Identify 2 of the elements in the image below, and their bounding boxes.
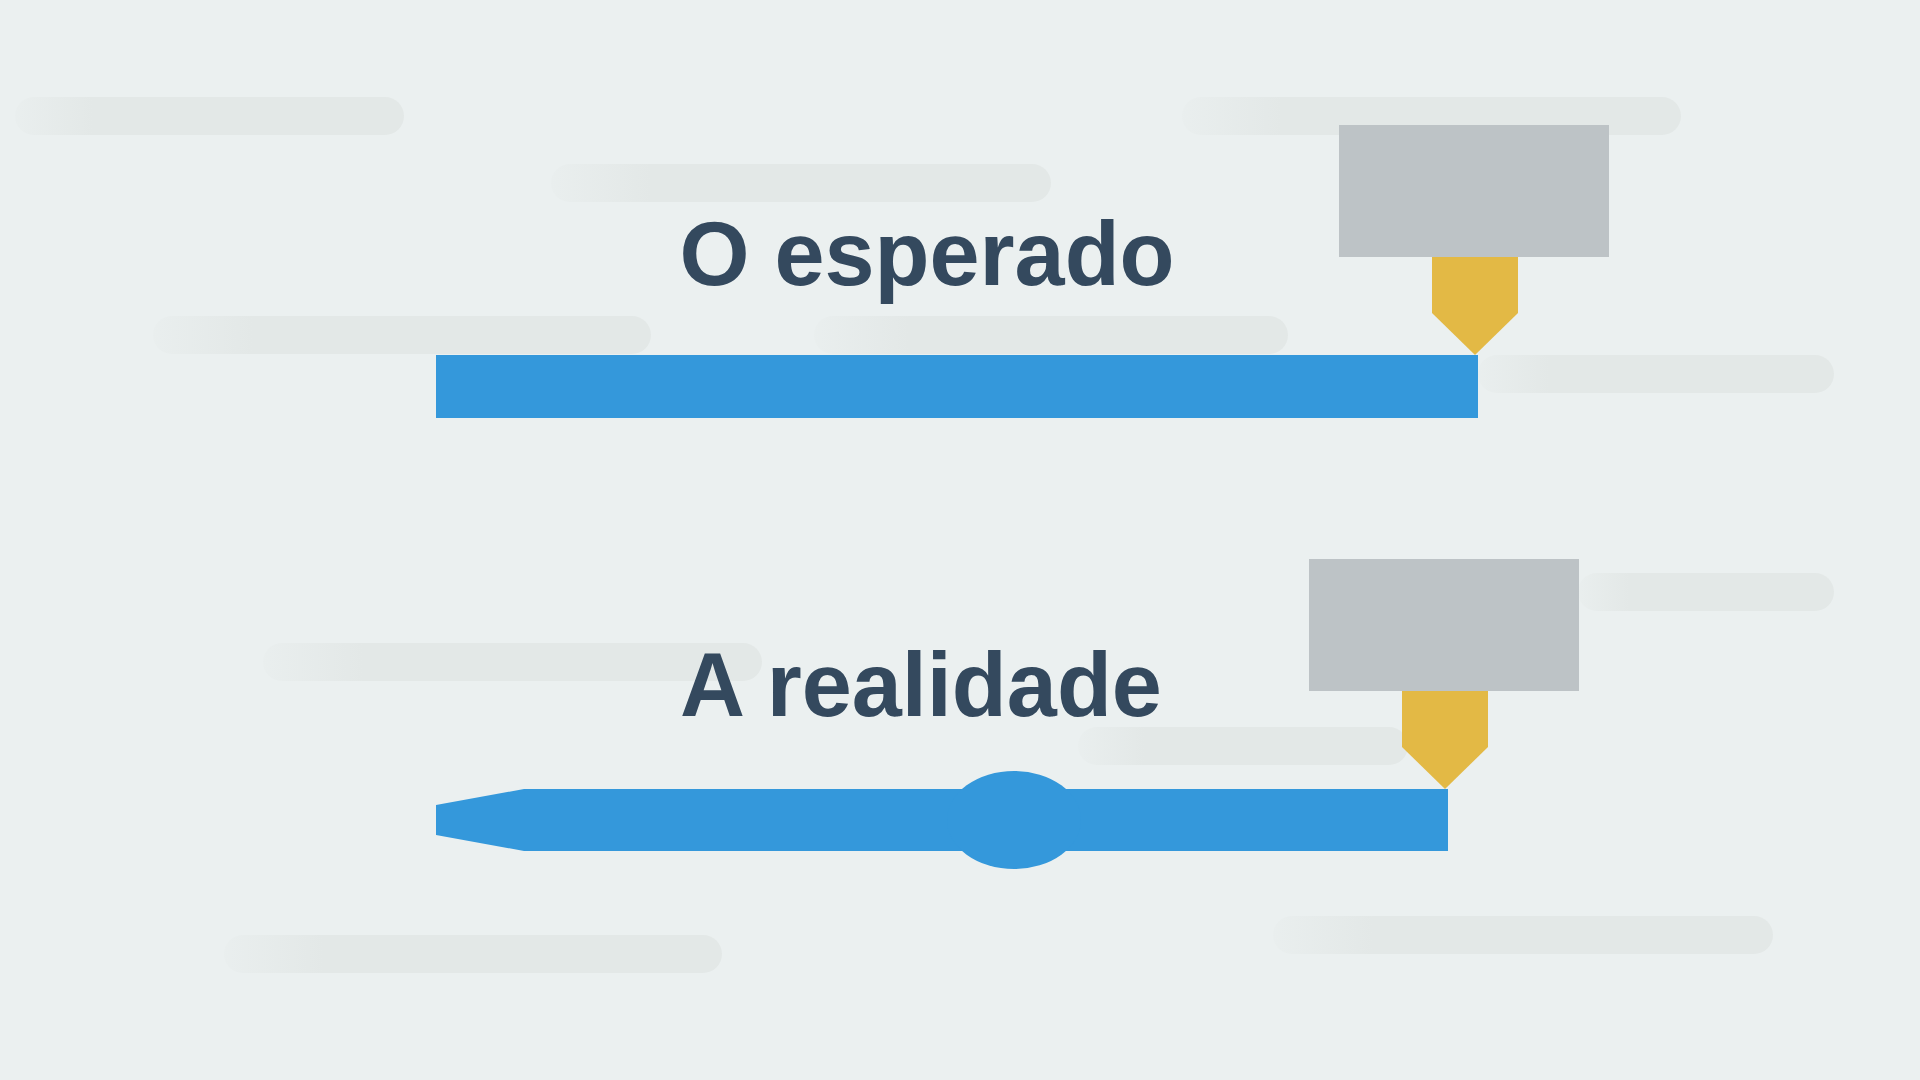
heading-label: O esperado [678, 203, 1176, 306]
heading-label: A realidade [679, 634, 1163, 737]
